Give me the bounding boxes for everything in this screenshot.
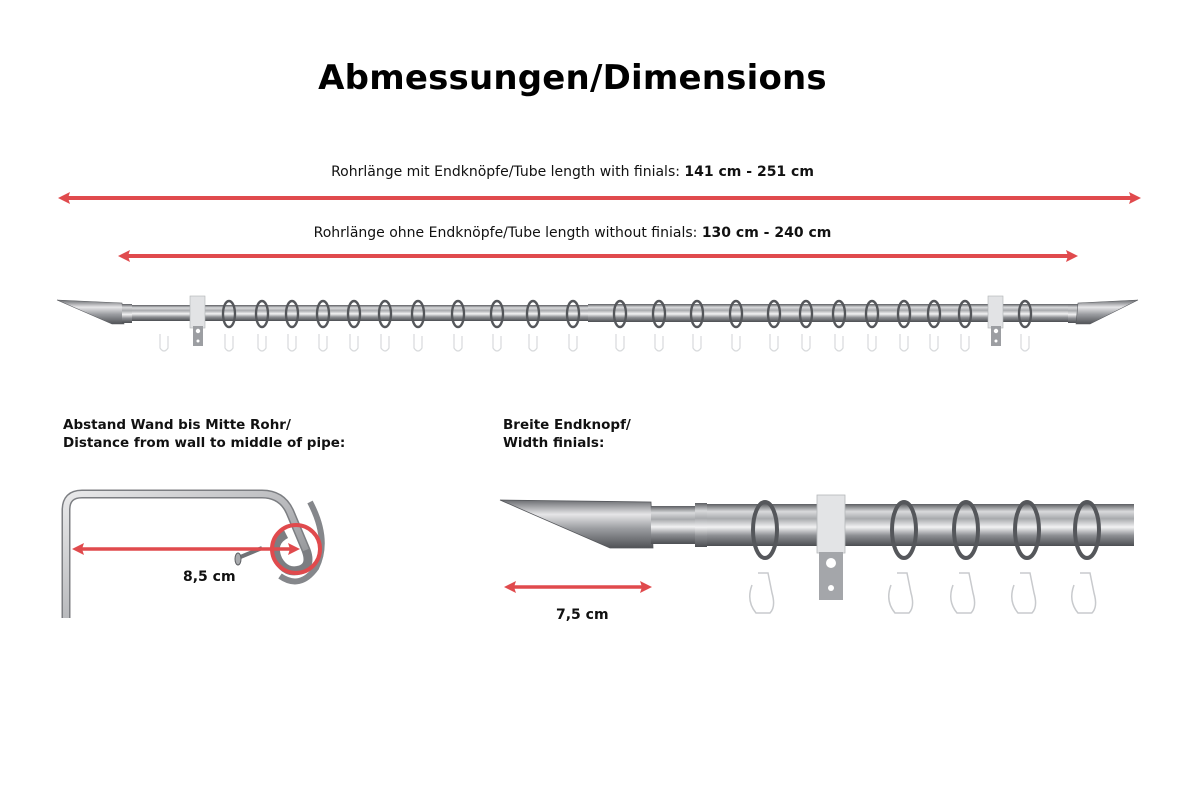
arrow-wall-distance <box>72 543 300 555</box>
finial-closeup-icon <box>499 499 654 549</box>
finial-detail-rod <box>499 494 1134 614</box>
wall-bracket-icon <box>61 489 325 618</box>
finial-width-label: Breite Endknopf/ Width finials: <box>503 416 631 452</box>
finial-detail-hooks <box>749 572 1097 614</box>
finial-width-value: 7,5 cm <box>556 607 609 623</box>
wall-distance-label: Abstand Wand bis Mitte Rohr/ Distance fr… <box>63 416 345 452</box>
finial-width-label-line2: Width finials: <box>503 435 605 451</box>
arrow-with-finials <box>58 192 1141 204</box>
tube-length-without-finials-label: Rohrlänge ohne Endknöpfe/Tube length wit… <box>0 225 1145 241</box>
wall-distance-value: 8,5 cm <box>183 569 236 585</box>
left-finial-icon <box>56 299 125 325</box>
rod-bracket-left-icon <box>189 295 206 346</box>
tube-length-with-finials-value: 141 cm - 251 cm <box>684 164 814 180</box>
curtain-hooks <box>159 334 1030 352</box>
finial-width-label-line1: Breite Endknopf/ <box>503 417 631 433</box>
arrow-finial-width <box>504 581 652 593</box>
page-title: Abmessungen/Dimensions <box>318 58 827 98</box>
arrow-without-finials <box>118 250 1078 262</box>
wall-distance-label-line1: Abstand Wand bis Mitte Rohr/ <box>63 417 291 433</box>
finial-detail-rings <box>751 500 1101 560</box>
rod-bracket-right-icon <box>987 295 1004 346</box>
right-finial-icon <box>1075 299 1139 325</box>
curtain-rod <box>56 295 1139 352</box>
finial-detail-bracket-icon <box>816 494 846 600</box>
curtain-rings <box>221 299 1033 329</box>
tube-length-without-finials-text: Rohrlänge ohne Endknöpfe/Tube length wit… <box>313 225 702 241</box>
tube-length-with-finials-text: Rohrlänge mit Endknöpfe/Tube length with… <box>331 164 685 180</box>
wall-distance-label-line2: Distance from wall to middle of pipe: <box>63 435 346 451</box>
tube-length-with-finials-label: Rohrlänge mit Endknöpfe/Tube length with… <box>0 164 1145 180</box>
tube-length-without-finials-value: 130 cm - 240 cm <box>701 225 832 241</box>
